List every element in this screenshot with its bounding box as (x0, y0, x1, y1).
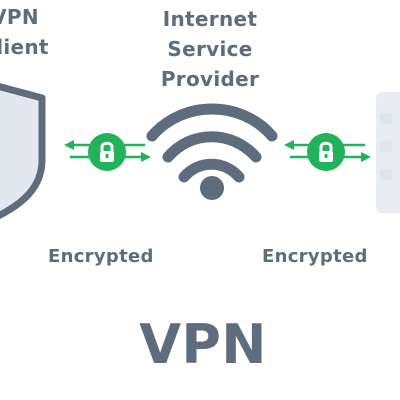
left-connection (64, 133, 151, 171)
lock-icon (100, 141, 114, 162)
vpn-title: VPN (139, 313, 267, 376)
lock-icon (319, 141, 333, 162)
shield-icon (0, 83, 46, 220)
encrypted-left-label: Encrypted (48, 246, 154, 267)
server-icon (376, 92, 400, 213)
vpn-client-label: VPN Client (0, 5, 49, 59)
isp-label: Internet Service Provider (160, 7, 260, 91)
right-connection (284, 133, 371, 171)
encrypted-right-label: Encrypted (262, 246, 368, 267)
wifi-icon (146, 103, 278, 200)
